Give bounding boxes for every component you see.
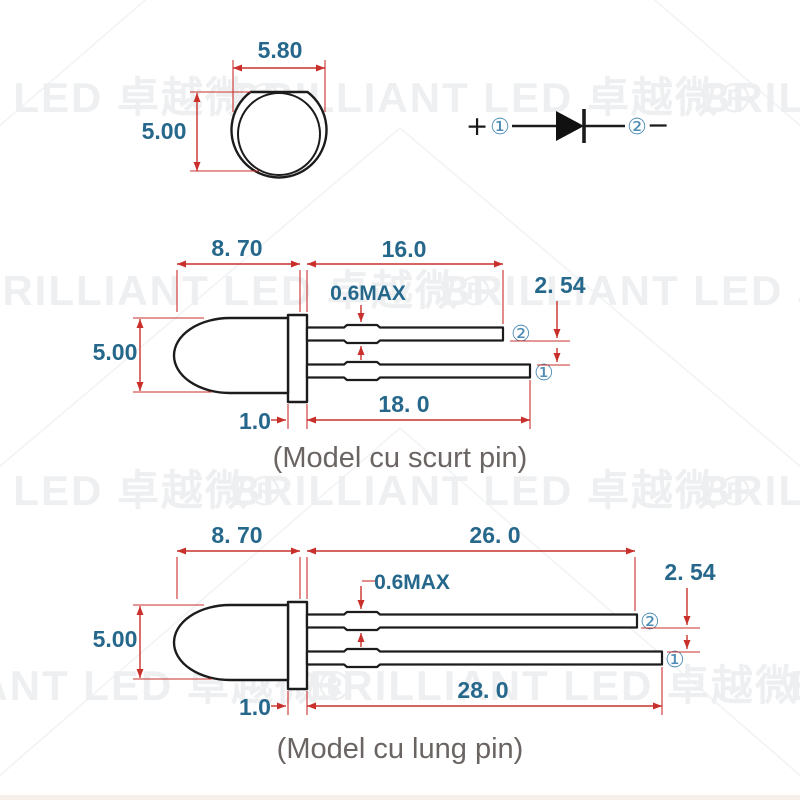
pin-1-anode (305, 360, 532, 382)
long-pin-model: ② ① 8. 70 26. 0 0.6MAX 2. 54 5.00 1.0 (93, 522, 716, 765)
cathode-number: ② (627, 115, 647, 140)
dim-label-body-length: 8. 70 (211, 522, 262, 548)
led-flange (286, 600, 309, 691)
pin-1-number: ① (665, 648, 685, 673)
pin-2-number: ② (511, 322, 531, 347)
led-lens-outer-outline (230, 90, 328, 179)
dim-label-diameter: 5.00 (93, 339, 138, 365)
top-view: 5.80 5.00 (142, 37, 328, 179)
bottom-edge-strip (0, 795, 800, 800)
dim-label-pin-pitch: 2. 54 (664, 559, 715, 585)
dim-label-top-pin-length: 16.0 (382, 236, 427, 262)
led-lens-inner-outline (237, 92, 321, 176)
dim-label-diameter: 5.00 (93, 626, 138, 652)
watermark-text: BRILLIANT LED 卓越微® (440, 267, 800, 314)
dim-label-top-width: 5.80 (258, 37, 303, 63)
diode-triangle-icon (556, 111, 584, 141)
pin-2-cathode (305, 610, 639, 632)
plus-sign: + (466, 111, 489, 142)
dim-label-top-pin-length: 26. 0 (469, 522, 520, 548)
watermark-diagonal-line (0, 426, 800, 777)
led-flange (286, 313, 309, 404)
watermark-text: BRILLIANT LED 卓越微® (230, 467, 752, 514)
dim-label-body-length: 8. 70 (211, 235, 262, 261)
dim-label-flange-width: 1.0 (239, 408, 271, 434)
dim-label-pin-pitch: 2. 54 (534, 272, 585, 298)
pin-2-number: ② (640, 610, 660, 635)
dim-label-top-height: 5.00 (142, 118, 187, 144)
watermark-text: BRILLIANT LED 卓越微® (700, 467, 800, 514)
minus-sign: − (647, 110, 670, 141)
pin-1-number: ① (534, 361, 554, 386)
watermark-text: BRILLIANT LED 卓越微® (790, 662, 800, 709)
short-model-caption: (Model cu scurt pin) (273, 442, 528, 474)
watermark-text: BRILLIANT LED 卓越微® (310, 662, 800, 709)
dim-label-pin-thickness: 0.6MAX (374, 571, 450, 594)
pin-1-anode (305, 647, 664, 669)
led-body-outline (172, 603, 290, 682)
watermark-text: BRILLIANT LED 卓越微® (0, 267, 492, 314)
dim-label-bottom-pin-length: 28. 0 (457, 677, 508, 703)
diode-schematic: + ① ② − (466, 109, 670, 143)
long-model-caption: (Model cu lung pin) (277, 733, 524, 765)
watermark-diagonal-line (0, 126, 800, 468)
watermark-text: BRILLIANT LED 卓越微® (0, 467, 282, 514)
led-body-outline (172, 316, 290, 395)
watermark-text: BRILLIANT LED 卓越微® (700, 74, 800, 121)
dim-label-flange-width: 1.0 (239, 694, 271, 720)
pin-2-cathode (305, 323, 505, 345)
anode-number: ① (490, 115, 510, 140)
watermark-diagonal-line (0, 0, 800, 127)
dim-label-bottom-pin-length: 18. 0 (378, 391, 429, 417)
short-pin-model: ② ① 8. 70 16.0 0.6MAX 2. 54 5.00 1.0 (93, 235, 586, 474)
dim-label-pin-thickness: 0.6MAX (330, 282, 406, 305)
